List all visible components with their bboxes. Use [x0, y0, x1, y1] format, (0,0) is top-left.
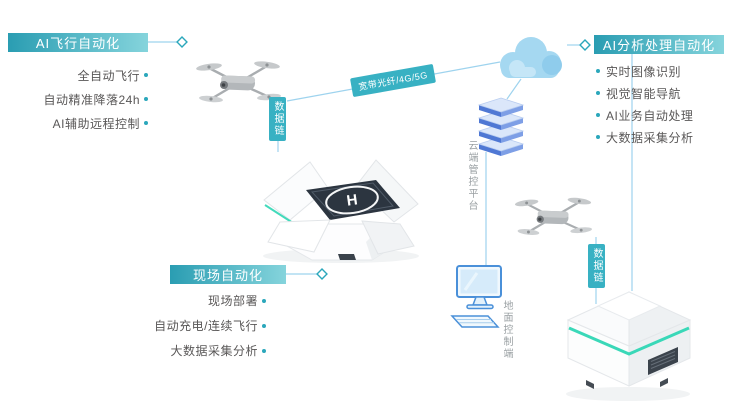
feature-text: AI业务自动处理 [606, 108, 694, 123]
banner-ai-flight-label: AI飞行自动化 [35, 36, 121, 51]
site-feature-list: 现场部署 自动充电/连续飞行 大数据采集分析 [100, 288, 266, 363]
feature-text: 自动精准降落24h [43, 92, 140, 107]
bullet-dot [596, 91, 600, 95]
ground-control-label: 地面控制端 [501, 300, 512, 360]
list-item: 全自动飞行 [0, 63, 148, 87]
status-light-strip [568, 326, 690, 356]
bullet-dot [144, 121, 148, 125]
diamond-marker [579, 39, 591, 51]
feature-text: 实时图像识别 [606, 64, 682, 79]
cloud-platform-label: 云端管控平台 [466, 140, 477, 212]
server-stack-icon [477, 97, 525, 156]
dock-station-open: H [263, 159, 419, 263]
dock-flap [267, 219, 331, 253]
banner-ai-analysis: AI分析处理自动化 [594, 35, 724, 54]
vent-panel [648, 347, 678, 375]
list-item: 实时图像识别 [596, 60, 726, 82]
feature-text: 全自动飞行 [77, 68, 140, 83]
feature-text: 视觉智能导航 [606, 86, 682, 101]
analysis-feature-list: 实时图像识别 视觉智能导航 AI业务自动处理 大数据采集分析 [596, 60, 726, 148]
diamond-marker [176, 36, 188, 48]
bullet-dot [262, 348, 266, 353]
feature-text: 大数据采集分析 [606, 130, 694, 145]
list-item: 大数据采集分析 [100, 338, 266, 363]
feature-text: 大数据采集分析 [170, 344, 258, 358]
list-item: 自动充电/连续飞行 [100, 313, 266, 338]
cloud-icon [500, 37, 562, 78]
helipad-letter: H [346, 191, 359, 209]
banner-site-automation-label: 现场自动化 [192, 268, 263, 283]
feature-text: 现场部署 [207, 294, 258, 308]
banner-site-automation: 现场自动化 [170, 265, 286, 284]
datalink-label-right: 数据链 [588, 244, 605, 288]
link-cloud-server [506, 78, 522, 100]
bullet-dot [262, 298, 266, 303]
feature-text: AI辅助远程控制 [52, 116, 140, 131]
monitor-icon [450, 265, 502, 328]
bullet-dot [262, 323, 266, 328]
bullet-dot [596, 113, 600, 117]
flight-feature-list: 全自动飞行 自动精准降落24h AI辅助远程控制 [0, 63, 148, 135]
drone-icon [512, 192, 594, 242]
list-item: 自动精准降落24h [0, 87, 148, 111]
list-item: 大数据采集分析 [596, 126, 726, 148]
bullet-dot [596, 69, 600, 73]
bullet-dot [144, 73, 148, 77]
diamond-marker [316, 268, 328, 280]
list-item: AI业务自动处理 [596, 104, 726, 126]
dock-station-closed [566, 291, 692, 401]
bullet-dot [144, 97, 148, 101]
dock-flap [361, 220, 415, 255]
datalink-label-top: 数据链 [269, 97, 286, 141]
banner-ai-flight: AI飞行自动化 [8, 33, 148, 52]
bullet-dot [596, 135, 600, 139]
list-item: 视觉智能导航 [596, 82, 726, 104]
feature-text: 自动充电/连续飞行 [154, 319, 258, 333]
list-item: AI辅助远程控制 [0, 111, 148, 135]
status-light-strip [264, 204, 294, 224]
list-item: 现场部署 [100, 288, 266, 313]
banner-ai-analysis-label: AI分析处理自动化 [602, 38, 716, 53]
